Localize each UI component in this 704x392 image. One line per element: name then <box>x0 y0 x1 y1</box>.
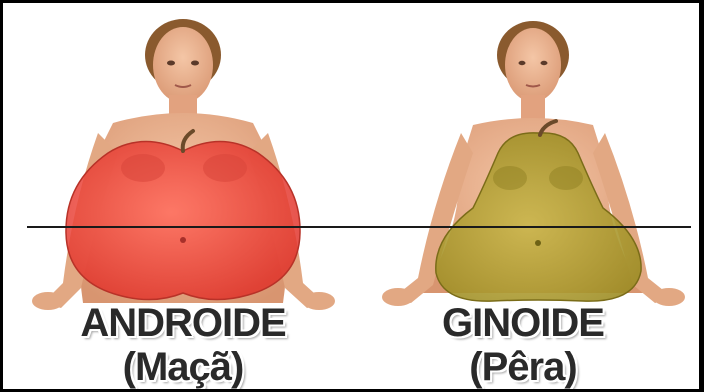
android-eye-right <box>191 61 199 66</box>
android-chest-right <box>203 154 247 182</box>
android-chest-left <box>121 154 165 182</box>
gynoid-eye-right <box>541 61 548 65</box>
gynoid-neck <box>521 95 545 121</box>
android-figure <box>32 19 335 310</box>
gynoid-subtitle: (Pêra) <box>423 347 623 387</box>
android-eye-left <box>167 61 175 66</box>
gynoid-caption: GINOIDE (Pêra) <box>423 303 623 387</box>
android-head <box>153 27 213 103</box>
gynoid-right-hand <box>653 288 685 306</box>
gynoid-figure <box>382 21 685 306</box>
gynoid-chest-right <box>549 166 583 190</box>
gynoid-head <box>505 28 561 102</box>
gynoid-navel <box>535 240 541 246</box>
gynoid-chest-left <box>493 166 527 190</box>
gynoid-title: GINOIDE <box>423 303 623 343</box>
gynoid-eye-left <box>519 61 526 65</box>
image-frame: ANDROIDE (Maçã) GINOIDE (Pêra) <box>3 3 699 389</box>
android-subtitle: (Maçã) <box>53 347 313 387</box>
gynoid-left-hand <box>382 288 414 306</box>
android-navel <box>180 237 186 243</box>
apple-icon <box>66 141 300 299</box>
android-caption: ANDROIDE (Maçã) <box>53 303 313 387</box>
android-title: ANDROIDE <box>53 303 313 343</box>
